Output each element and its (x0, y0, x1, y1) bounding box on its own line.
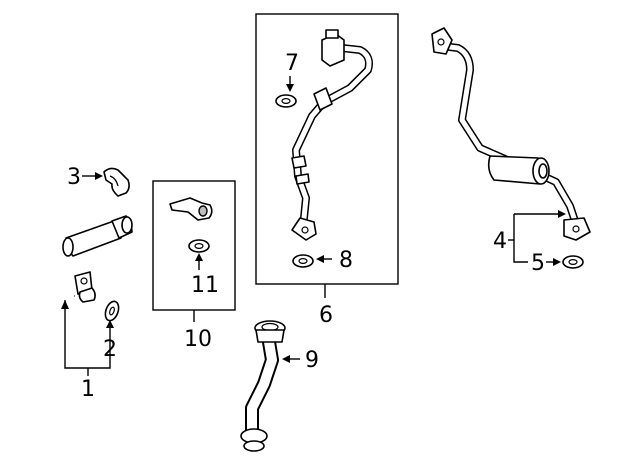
part-8-washer (292, 254, 314, 268)
callout-1: 1 (81, 377, 95, 402)
part-3-clamp (103, 167, 130, 197)
box-6 (255, 13, 399, 285)
part-2-washer (104, 300, 120, 322)
part-11-washer (188, 239, 210, 253)
callout-7: 7 (285, 51, 299, 76)
callout-10: 10 (184, 327, 212, 352)
callout-11: 11 (191, 273, 219, 298)
part-5-washer (562, 255, 584, 269)
callout-9: 9 (305, 348, 319, 373)
callout-8: 8 (339, 248, 353, 273)
callout-5: 5 (531, 251, 545, 276)
part-10-banjo-fitting (169, 197, 213, 221)
callout-6: 6 (319, 303, 333, 328)
callout-4: 4 (493, 229, 507, 254)
callout-leaders-left (61, 172, 114, 376)
callout-2: 2 (103, 337, 117, 362)
part-9-hose (240, 320, 286, 452)
callout-leaders-right (508, 210, 566, 266)
part-4-oil-tube (431, 27, 591, 241)
part-7-washer (275, 94, 297, 108)
part-6-oil-return-line (291, 29, 373, 241)
callout-3: 3 (67, 165, 81, 190)
part-1-oil-line (41, 215, 133, 303)
